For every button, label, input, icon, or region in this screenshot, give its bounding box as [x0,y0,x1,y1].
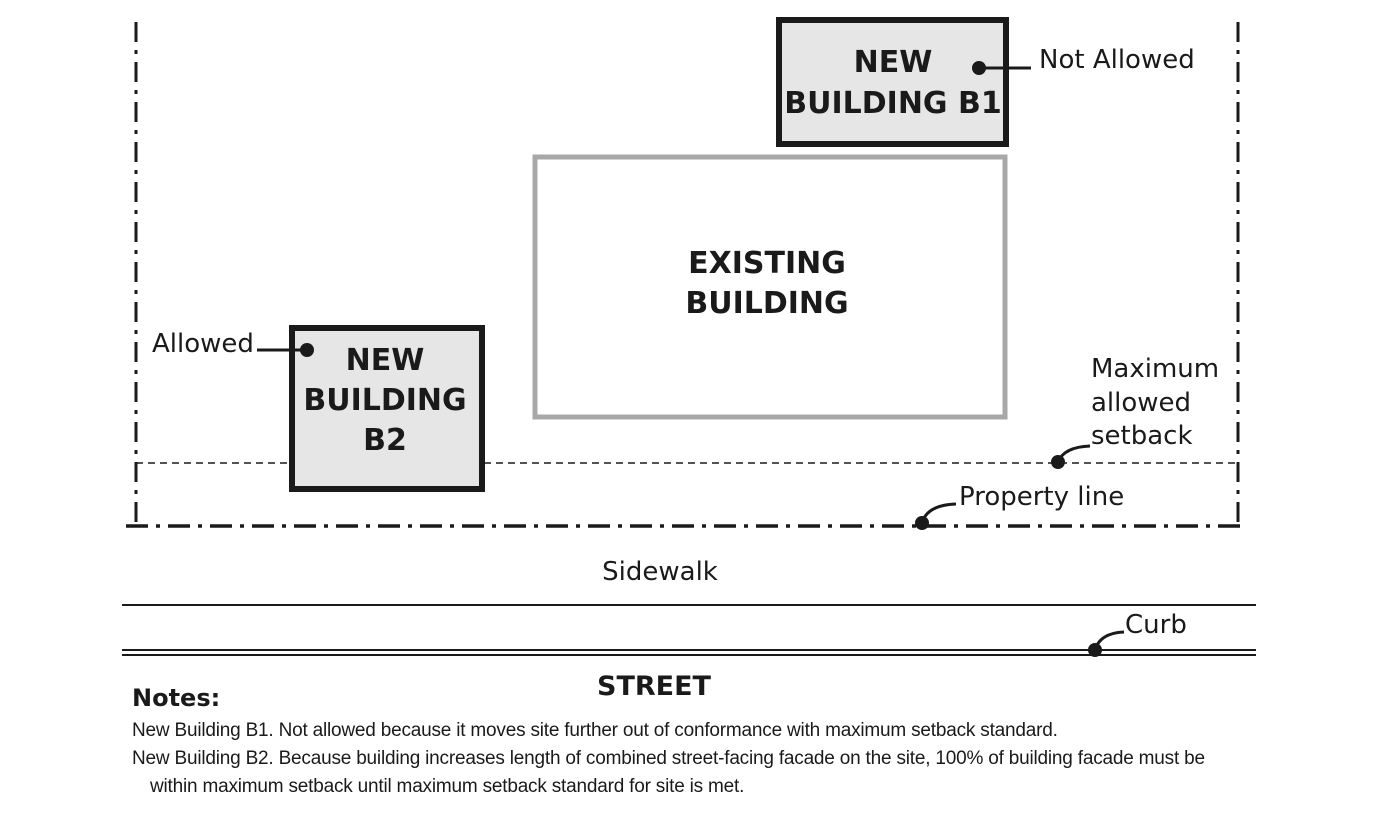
street-label: STREET [597,671,712,702]
curb-callout-dot [1088,643,1102,657]
sidewalk-label: Sidewalk [602,557,718,587]
existing-building-label-line2: BUILDING [685,286,848,321]
existing-building-label-line1: EXISTING [688,246,846,281]
max-setback-callout-label-line2: allowed [1091,388,1191,418]
max-setback-callout-label-line3: setback [1091,421,1193,451]
note-b1: New Building B1. Not allowed because it … [132,720,1058,741]
new-building-b2 [289,325,485,492]
notes-section: Notes: New Building B1. Not allowed beca… [132,684,1332,802]
new-building-b1 [776,17,1009,147]
allowed-callout-dot [300,343,314,357]
note-b2-line2: within maximum setback until maximum set… [150,776,745,797]
property-line-callout-label: Property line [959,482,1124,512]
allowed-callout-label: Allowed [152,329,254,359]
new-building-b1-label-line1: NEW [854,45,933,80]
note-b2-line1: New Building B2. Because building increa… [132,748,1205,769]
curb-callout-label: Curb [1125,610,1187,640]
new-building-b2-label-line1: NEW [346,343,425,378]
max-setback-callout-dot [1051,455,1065,469]
new-building-b1-label-line2: BUILDING B1 [784,86,1002,121]
new-building-b2-label-line3: B2 [363,423,407,458]
max-setback-callout-label-line1: Maximum [1091,354,1219,384]
existing-building [532,154,1008,420]
new-building-b2-label-line2: BUILDING [303,383,466,418]
not-allowed-callout-label: Not Allowed [1039,45,1195,75]
property-line-callout-dot [915,516,929,530]
notes-heading: Notes: [132,684,221,712]
